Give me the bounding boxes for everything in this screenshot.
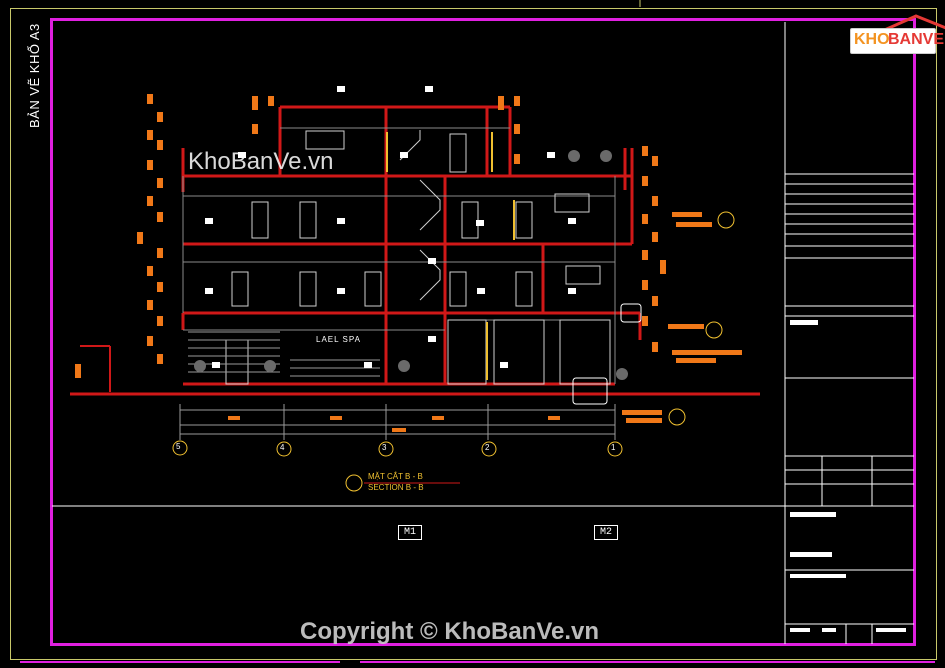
khobanve-logo: KHO BANVE (850, 14, 945, 56)
grid-axis-label: 2 (485, 443, 490, 452)
mark-tag-m2: M2 (594, 525, 619, 540)
watermark-copyright: Copyright © KhoBanVe.vn (300, 618, 600, 645)
house-roof-icon (879, 14, 945, 34)
logo-text-part2: BANVE (888, 31, 945, 48)
floor-slabs (183, 105, 640, 386)
grid-axis-bubbles (172, 440, 623, 457)
yellow-columns (386, 132, 515, 380)
walls (181, 107, 642, 384)
callout-frames (572, 303, 642, 405)
plants (194, 150, 628, 380)
watermark-top: KhoBanVe.vn (188, 148, 334, 175)
logo-box (850, 28, 936, 54)
ceiling-lamps (205, 86, 576, 368)
dimension-blocks-left (75, 94, 520, 378)
title-block-text-bars (790, 320, 906, 632)
section-title: MẶT CẮT B - B SECTION B - B (368, 471, 424, 493)
mark-tag-m1: M1 (398, 525, 423, 540)
drawing-frame (50, 18, 916, 646)
shop-sign: LAEL SPA (316, 335, 361, 344)
dimension-blocks-right (622, 146, 742, 423)
grid-axis-label: 1 (611, 443, 616, 452)
sheet-outer-border (10, 8, 937, 660)
section-title-en: SECTION B - B (368, 483, 424, 492)
grid-axis-label: 3 (382, 443, 387, 452)
dimension-blocks-bottom (228, 416, 560, 432)
title-block-lines (784, 22, 914, 644)
logo-text-part1: KHO (854, 31, 890, 48)
dimension-lines (179, 404, 616, 440)
detail-callouts (345, 211, 735, 492)
wall-frames (305, 130, 601, 285)
grid-axis-label: 4 (280, 443, 285, 452)
section-title-vn: MẶT CẮT B - B (368, 472, 423, 481)
grid-axis-label: 5 (176, 442, 181, 451)
